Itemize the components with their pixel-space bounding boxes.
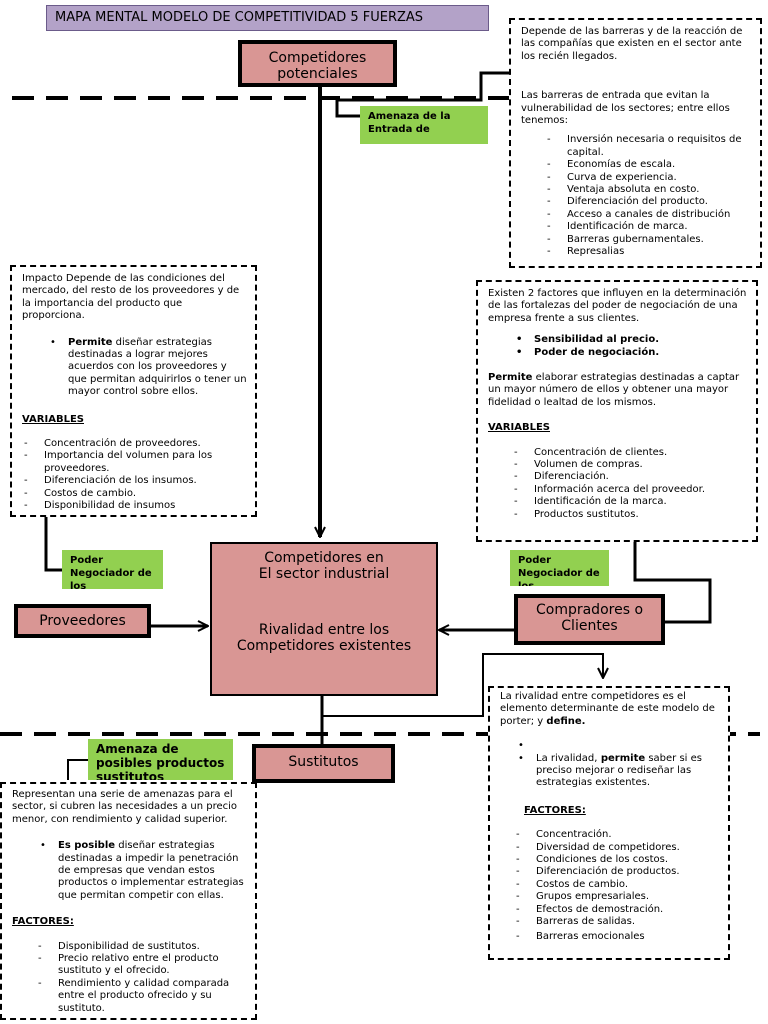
proveedores-heading: VARIABLES xyxy=(22,413,84,425)
compradores-text-1: Existen 2 factores que influyen en la de… xyxy=(488,288,747,324)
rivalidad-list: Concentración. Diversidad de competidore… xyxy=(514,829,720,943)
bold-text: Permite xyxy=(68,336,113,348)
list-item: Diferenciación de los insumos. xyxy=(22,475,247,488)
node-central-sector-industrial: Competidores en El sector industrial Riv… xyxy=(210,542,438,696)
list-item xyxy=(514,740,720,753)
bold-text: permite xyxy=(597,752,646,764)
compradores-heading: VARIABLES xyxy=(488,422,550,434)
sustitutos-bullets: Es posible diseñar estrategias destinada… xyxy=(36,840,247,902)
list-item: Represalias xyxy=(545,246,752,259)
rivalidad-heading: FACTORES: xyxy=(524,804,586,816)
label-amenaza-sustitutos: Amenaza de posibles productos sustitutos xyxy=(88,739,233,780)
list-item: Importancia del volumen para los proveed… xyxy=(22,450,247,475)
list-item: Efectos de demostración. xyxy=(514,904,720,917)
label-poder-proveedores: Poder Negociador de los xyxy=(62,550,163,589)
compradores-list: Concentración de clientes. Volumen de co… xyxy=(512,447,748,522)
list-item: La rivalidad, permite saber si es precis… xyxy=(514,753,720,790)
node-label: Competidores potenciales xyxy=(268,50,367,82)
bullet-text: saber si es preciso mejorar o rediseñar … xyxy=(536,752,702,789)
bullet-text: diseñar estrategias destinadas a impedir… xyxy=(58,840,244,901)
list-item: Rendimiento y calidad comparada entre el… xyxy=(36,978,247,1015)
central-top-line-1: Competidores en xyxy=(264,550,384,566)
list-item: Poder de negociación. xyxy=(512,347,748,360)
central-bottom-line-2: Competidores existentes xyxy=(236,638,412,654)
list-item: Costos de cambio. xyxy=(514,879,720,892)
list-item: Condiciones de los costos. xyxy=(514,854,720,867)
bullet-text: La rivalidad, xyxy=(536,752,598,764)
rivalidad-text-1: La rivalidad entre competidores es el el… xyxy=(500,691,720,728)
list-item: Concentración de clientes. xyxy=(512,447,748,460)
sustitutos-heading: FACTORES: xyxy=(12,916,74,928)
bold-text: Es posible xyxy=(58,840,116,852)
list-item: Identificación de la marca. xyxy=(512,496,748,509)
connector-poder-proveedores xyxy=(44,515,62,572)
list-item: Es posible diseñar estrategias destinada… xyxy=(36,840,247,902)
central-bottom-line-1: Rivalidad entre los xyxy=(258,622,390,638)
list-item: Diferenciación del producto. xyxy=(545,196,752,209)
box-barreras-entrada: Depende de las barreras y de la reacción… xyxy=(509,18,762,268)
label-amenaza-entrada: Amenaza de la Entrada de xyxy=(360,106,488,144)
list-item: Barreras emocionales xyxy=(514,931,720,944)
list-item: Productos sustitutos. xyxy=(512,509,748,522)
connector-amenaza-entrada xyxy=(335,71,510,118)
box-sustitutos: Representan una serie de amenazas para e… xyxy=(0,782,257,1020)
node-proveedores: Proveedores xyxy=(14,604,151,638)
list-item: Inversión necesaria o requisitos de capi… xyxy=(545,134,752,159)
bullet-text: diseñar estrategias destinadas a lograr … xyxy=(68,336,247,398)
entrada-text-1: Depende de las barreras y de la reacción… xyxy=(521,26,743,62)
list-item: Economías de escala. xyxy=(545,159,752,172)
proveedores-text-1: Impacto Depende de las condiciones del m… xyxy=(22,273,240,322)
sustitutos-text-1: Representan una serie de amenazas para e… xyxy=(12,789,238,825)
sustitutos-list: Disponibilidad de sustitutos. Precio rel… xyxy=(36,941,247,1015)
connector-poder-compradores xyxy=(633,540,712,624)
node-compradores-clientes: Compradores o Clientes xyxy=(514,594,665,645)
list-item: Concentración. xyxy=(514,829,720,842)
node-label: Proveedores xyxy=(39,613,126,629)
list-item: Barreras gubernamentales. xyxy=(545,234,752,247)
list-item: Ventaja absoluta en costo. xyxy=(545,184,752,197)
bold-text: define. xyxy=(546,715,586,727)
list-item: Diferenciación de productos. xyxy=(514,866,720,879)
box-poder-compradores: Existen 2 factores que influyen en la de… xyxy=(476,280,758,542)
box-rivalidad: La rivalidad entre competidores es el el… xyxy=(488,686,730,960)
list-item: Identificación de marca. xyxy=(545,221,752,234)
proveedores-bullets: Permite diseñar estrategias destinadas a… xyxy=(46,337,247,399)
entrada-text-2: Las barreras de entrada que evitan la vu… xyxy=(521,90,730,127)
central-top-line-2: El sector industrial xyxy=(258,566,390,582)
compradores-bullets: Sensibilidad al precio. Poder de negocia… xyxy=(512,334,748,359)
label-poder-compradores: Poder Negociador de los xyxy=(510,550,609,586)
list-item: Concentración de proveedores. xyxy=(22,438,247,451)
list-item: Grupos empresariales. xyxy=(514,891,720,904)
node-label: Sustitutos xyxy=(288,754,359,770)
paragraph-text: La rivalidad entre competidores es el el… xyxy=(500,691,715,727)
connector-amenaza-sustitutos xyxy=(67,759,90,780)
list-item: Curva de experiencia. xyxy=(545,172,752,185)
bold-text: Permite xyxy=(488,372,533,384)
node-sustitutos: Sustitutos xyxy=(252,744,395,783)
proveedores-list: Concentración de proveedores. Importanci… xyxy=(22,438,247,513)
paragraph-text: elaborar estrategias destinadas a captar… xyxy=(488,372,740,408)
node-label: Compradores o Clientes xyxy=(535,602,644,634)
page-title: MAPA MENTAL MODELO DE COMPETITIVIDAD 5 F… xyxy=(46,5,489,31)
list-item: Sensibilidad al precio. xyxy=(512,334,748,347)
list-item: Diferenciación. xyxy=(512,471,748,484)
node-competidores-potenciales: Competidores potenciales xyxy=(238,40,397,87)
list-item: Disponibilidad de insumos xyxy=(22,500,247,513)
compradores-text-2: Permite elaborar estrategias destinadas … xyxy=(488,372,748,409)
rivalidad-bullets: La rivalidad, permite saber si es precis… xyxy=(514,740,720,790)
entrada-list: Inversión necesaria o requisitos de capi… xyxy=(545,134,752,258)
list-item: Costos de cambio. xyxy=(22,488,247,501)
list-item: Disponibilidad de sustitutos. xyxy=(36,941,247,954)
list-item: Acceso a canales de distribución xyxy=(545,209,752,222)
list-item: Precio relativo entre el producto sustit… xyxy=(36,953,247,978)
list-item: Barreras de salidas. xyxy=(514,916,720,929)
connector-rivalidad xyxy=(322,653,603,717)
list-item: Permite diseñar estrategias destinadas a… xyxy=(46,337,247,399)
list-item: Diversidad de competidores. xyxy=(514,842,720,855)
list-item: Volumen de compras. xyxy=(512,459,748,472)
list-item: Información acerca del proveedor. xyxy=(512,484,748,497)
box-poder-proveedores: Impacto Depende de las condiciones del m… xyxy=(10,265,257,517)
